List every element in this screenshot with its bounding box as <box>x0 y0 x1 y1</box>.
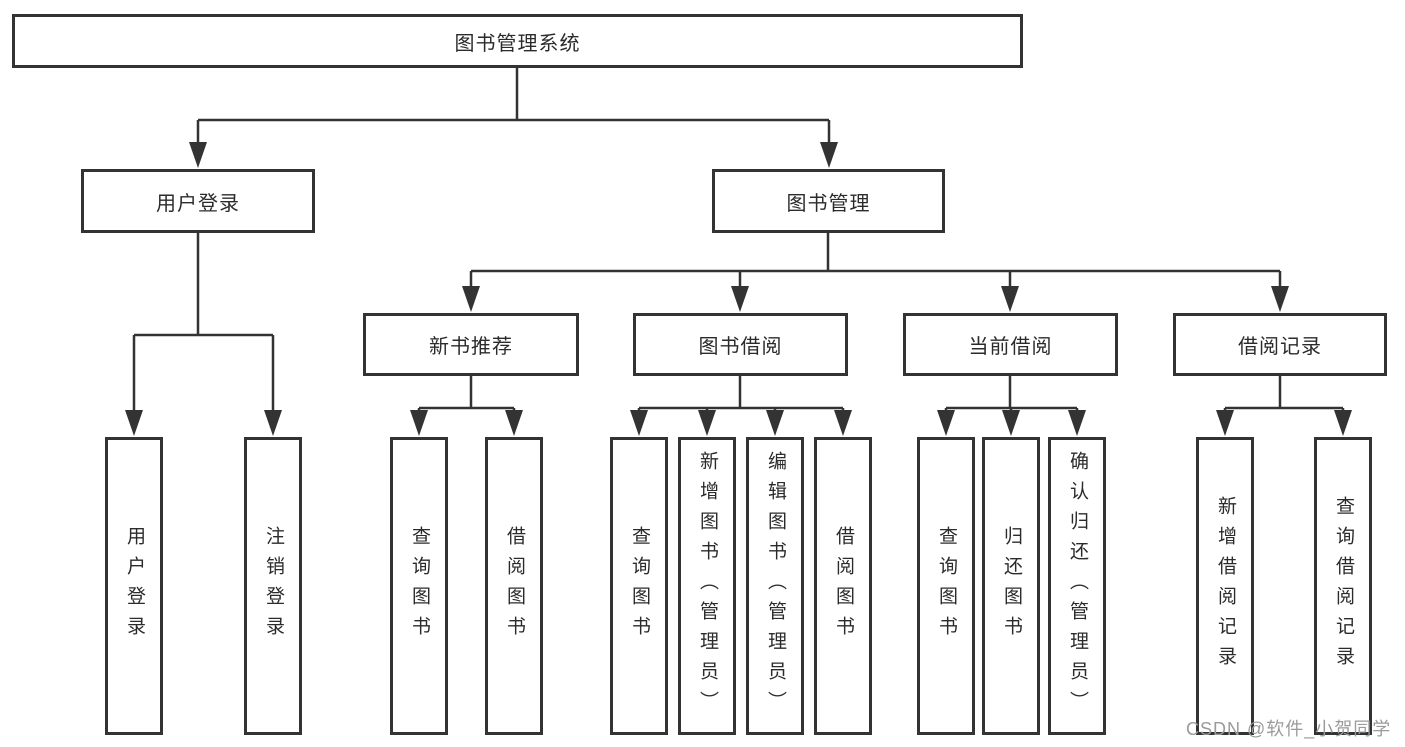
connector-login-to-leaves <box>132 233 275 416</box>
leaf-label: 归还图书 <box>1001 526 1022 646</box>
leaf-edit-books-admin: 编辑图书（管理员） <box>746 437 804 735</box>
leaf-label: 查询图书 <box>629 526 650 646</box>
node-label: 当前借阅 <box>968 336 1053 358</box>
leaf-label: 新增图书（管理员） <box>697 451 718 721</box>
leaf-label: 注销登录 <box>263 526 284 646</box>
leaf-label: 借阅图书 <box>833 526 854 646</box>
connector-records-branch <box>1223 406 1345 416</box>
connector-mgmt-to-level2 <box>469 233 1282 292</box>
leaf-borrow-books-recommend: 借阅图书 <box>485 437 543 735</box>
connector-level2-stems <box>469 376 1282 408</box>
leaf-label: 用户登录 <box>124 526 145 646</box>
leaf-query-books-recommend: 查询图书 <box>390 437 448 735</box>
node-label: 新书推荐 <box>429 336 513 358</box>
connector-borrowing-branch <box>637 406 845 416</box>
leaf-logout: 注销登录 <box>244 437 302 735</box>
leaf-label: 借阅图书 <box>504 526 525 646</box>
leaf-user-login: 用户登录 <box>105 437 163 735</box>
leaf-label: 查询图书 <box>936 526 957 646</box>
leaf-query-books-borrowing: 查询图书 <box>610 437 668 735</box>
node-label: 用户登录 <box>156 192 240 215</box>
leaf-label: 查询借阅记录 <box>1333 496 1354 676</box>
leaf-confirm-return-admin: 确认归还（管理员） <box>1048 437 1106 735</box>
arrowheads <box>125 142 1352 436</box>
leaf-label: 确认归还（管理员） <box>1067 451 1088 721</box>
node-label: 图书借阅 <box>698 336 783 358</box>
node-borrowing-records: 借阅记录 <box>1173 313 1387 376</box>
node-user-login: 用户登录 <box>81 169 315 233</box>
node-library-management-system: 图书管理系统 <box>12 14 1023 68</box>
connector-root-to-level1 <box>196 68 831 148</box>
connector-recommend-branch <box>417 406 516 416</box>
leaf-query-books-current: 查询图书 <box>917 437 975 735</box>
node-book-borrowing: 图书借阅 <box>633 313 848 376</box>
node-label: 图书管理系统 <box>454 32 581 55</box>
leaf-add-borrow-record: 新增借阅记录 <box>1196 437 1254 735</box>
node-new-book-recommendation: 新书推荐 <box>363 313 579 376</box>
leaf-add-books-admin: 新增图书（管理员） <box>678 437 736 735</box>
leaf-query-borrow-record: 查询借阅记录 <box>1314 437 1372 735</box>
leaf-label: 查询图书 <box>409 526 430 646</box>
leaf-label: 新增借阅记录 <box>1215 496 1236 676</box>
node-book-management: 图书管理 <box>712 169 945 233</box>
leaf-borrow-books-borrowing: 借阅图书 <box>814 437 872 735</box>
node-label: 借阅记录 <box>1238 336 1322 358</box>
node-current-borrowing: 当前借阅 <box>903 313 1118 376</box>
leaf-label: 编辑图书（管理员） <box>765 451 786 721</box>
node-label: 图书管理 <box>786 192 871 215</box>
leaf-return-books: 归还图书 <box>982 437 1040 735</box>
csdn-watermark: CSDN @软件_小贺同学 <box>1186 719 1392 739</box>
